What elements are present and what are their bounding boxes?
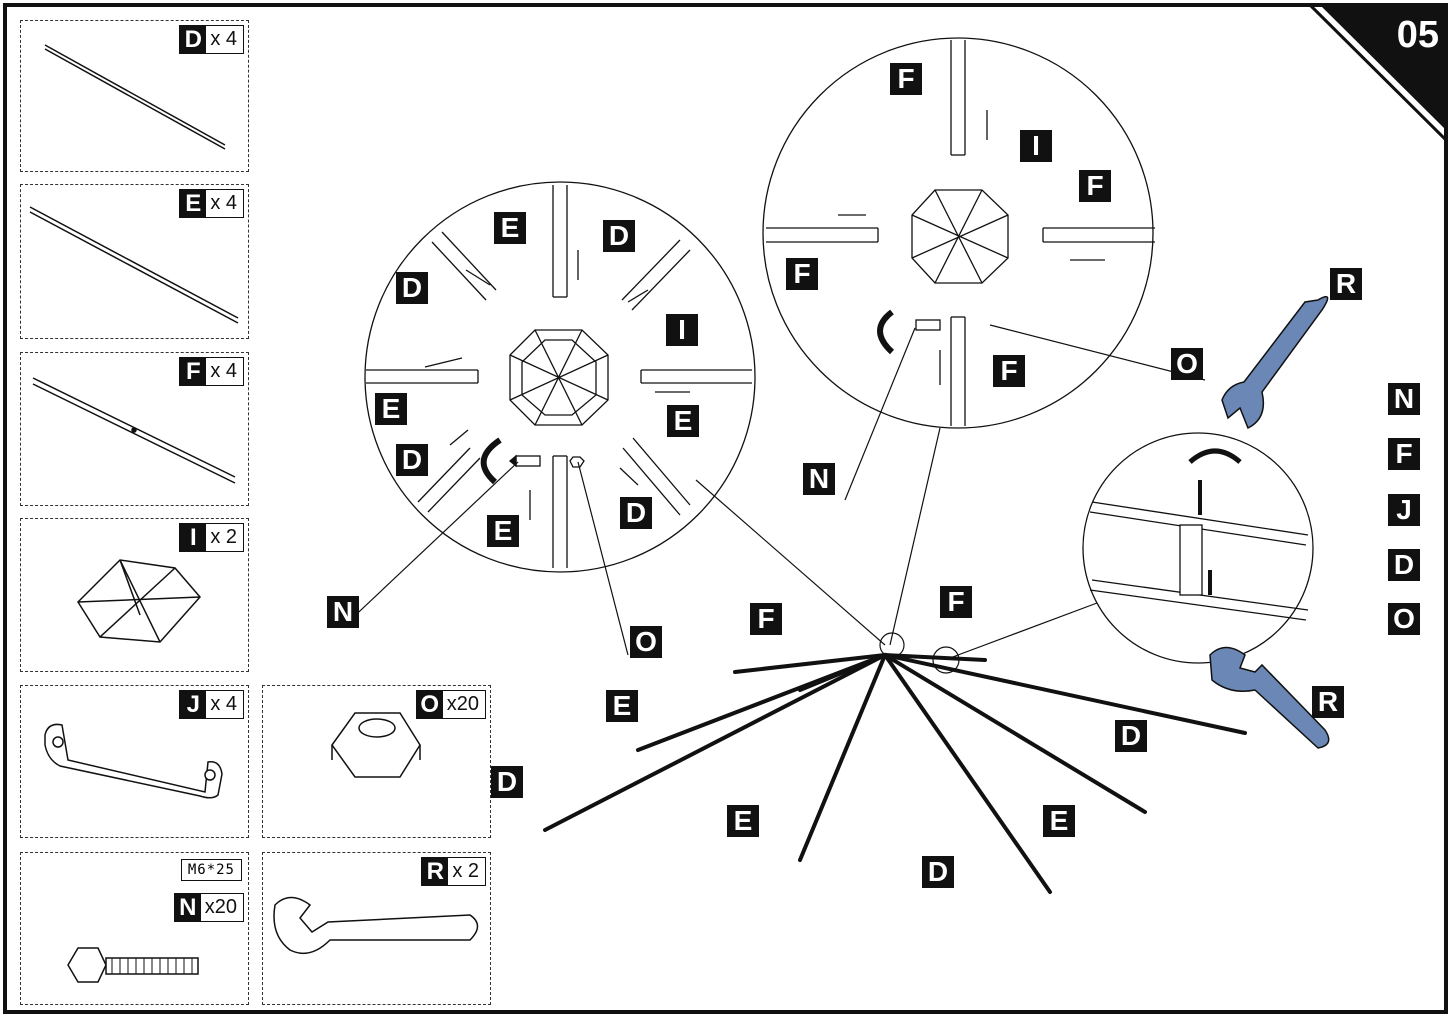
page-border — [3, 3, 1448, 1014]
part-letter: O — [416, 691, 443, 718]
part-count: x 2 — [452, 860, 479, 882]
wrench-bottom — [1209, 646, 1330, 749]
callout-f: F — [940, 586, 972, 618]
left-detail-circle — [364, 181, 756, 573]
parts-box-f: F x 4 — [20, 352, 249, 506]
part-letter: D — [180, 26, 207, 53]
qty-badge-j: J x 4 — [179, 690, 244, 719]
qty-badge-r: R x 2 — [421, 857, 486, 886]
callout-e: E — [727, 805, 759, 837]
callout-d: D — [922, 856, 954, 888]
callout-r: R — [1330, 268, 1362, 300]
callout-n: N — [1388, 383, 1420, 415]
callout-e: E — [494, 212, 526, 244]
callout-n: N — [327, 596, 359, 628]
callout-e: E — [375, 393, 407, 425]
parts-box-j: J x 4 — [20, 685, 249, 838]
qty-badge-o: O x20 — [415, 690, 486, 719]
part-n-bolt-drawing — [67, 947, 199, 983]
part-count: x20 — [446, 693, 479, 715]
callout-d: D — [491, 766, 523, 798]
callout-f: F — [1388, 438, 1420, 470]
qty-badge-i: I x 2 — [179, 523, 244, 552]
part-r-wrench-drawing — [273, 896, 479, 955]
part-count: x20 — [204, 896, 237, 918]
callout-j: J — [1388, 494, 1420, 526]
callout-r: R — [1312, 686, 1344, 718]
step-number: 05 — [1396, 14, 1439, 56]
part-letter: I — [180, 524, 207, 551]
parts-box-o: O x20 — [262, 685, 491, 838]
callout-f: F — [750, 603, 782, 635]
callout-d: D — [620, 497, 652, 529]
callout-d: D — [1115, 720, 1147, 752]
qty-badge-e: E x 4 — [179, 189, 244, 218]
part-count: x 4 — [210, 192, 237, 214]
part-letter: R — [422, 858, 449, 885]
callout-o: O — [1171, 348, 1203, 380]
callout-f: F — [1079, 170, 1111, 202]
qty-badge-d: D x 4 — [179, 25, 244, 54]
callout-i: I — [1020, 130, 1052, 162]
step-corner — [1320, 5, 1446, 130]
qty-badge-n: N x20 — [173, 893, 244, 922]
gazebo-frame — [543, 653, 1247, 894]
parts-box-n: M6*25 N x20 — [20, 852, 249, 1005]
callout-d: D — [1388, 549, 1420, 581]
bracket-detail-circle — [1082, 432, 1314, 664]
callout-d: D — [603, 220, 635, 252]
part-d-rod-drawing — [44, 44, 226, 150]
leader-lines — [344, 324, 1206, 659]
part-count: x 2 — [210, 526, 237, 548]
callout-e: E — [667, 405, 699, 437]
part-count: x 4 — [210, 360, 237, 382]
part-count: x 4 — [210, 693, 237, 715]
part-letter: F — [180, 358, 207, 385]
callout-e: E — [1043, 805, 1075, 837]
parts-box-e: E x 4 — [20, 184, 249, 339]
parts-box-r: R x 2 — [262, 852, 491, 1005]
bolt-size-tag: M6*25 — [180, 859, 242, 881]
part-letter: E — [180, 190, 207, 217]
parts-box-d: D x 4 — [20, 20, 249, 172]
right-detail-circle — [762, 37, 1155, 429]
callout-n: N — [803, 463, 835, 495]
part-j-bracket-drawing — [44, 723, 223, 799]
part-i-hub-drawing — [77, 559, 201, 643]
callout-i: I — [666, 314, 698, 346]
wrench-top — [1221, 295, 1329, 430]
callout-e: E — [487, 515, 519, 547]
callout-f: F — [786, 258, 818, 290]
part-f-rod-drawing — [32, 377, 236, 484]
callout-e: E — [606, 690, 638, 722]
callout-d: D — [396, 272, 428, 304]
part-o-nut-drawing — [331, 712, 421, 778]
callout-o: O — [1388, 603, 1420, 635]
part-e-rod-drawing — [29, 206, 239, 324]
callout-d: D — [396, 444, 428, 476]
qty-badge-f: F x 4 — [179, 357, 244, 386]
callout-f: F — [993, 355, 1025, 387]
part-count: x 4 — [210, 28, 237, 50]
parts-box-i: I x 2 — [20, 518, 249, 672]
callout-f: F — [890, 63, 922, 95]
callout-o: O — [630, 626, 662, 658]
part-letter: N — [174, 894, 201, 921]
part-letter: J — [180, 691, 207, 718]
